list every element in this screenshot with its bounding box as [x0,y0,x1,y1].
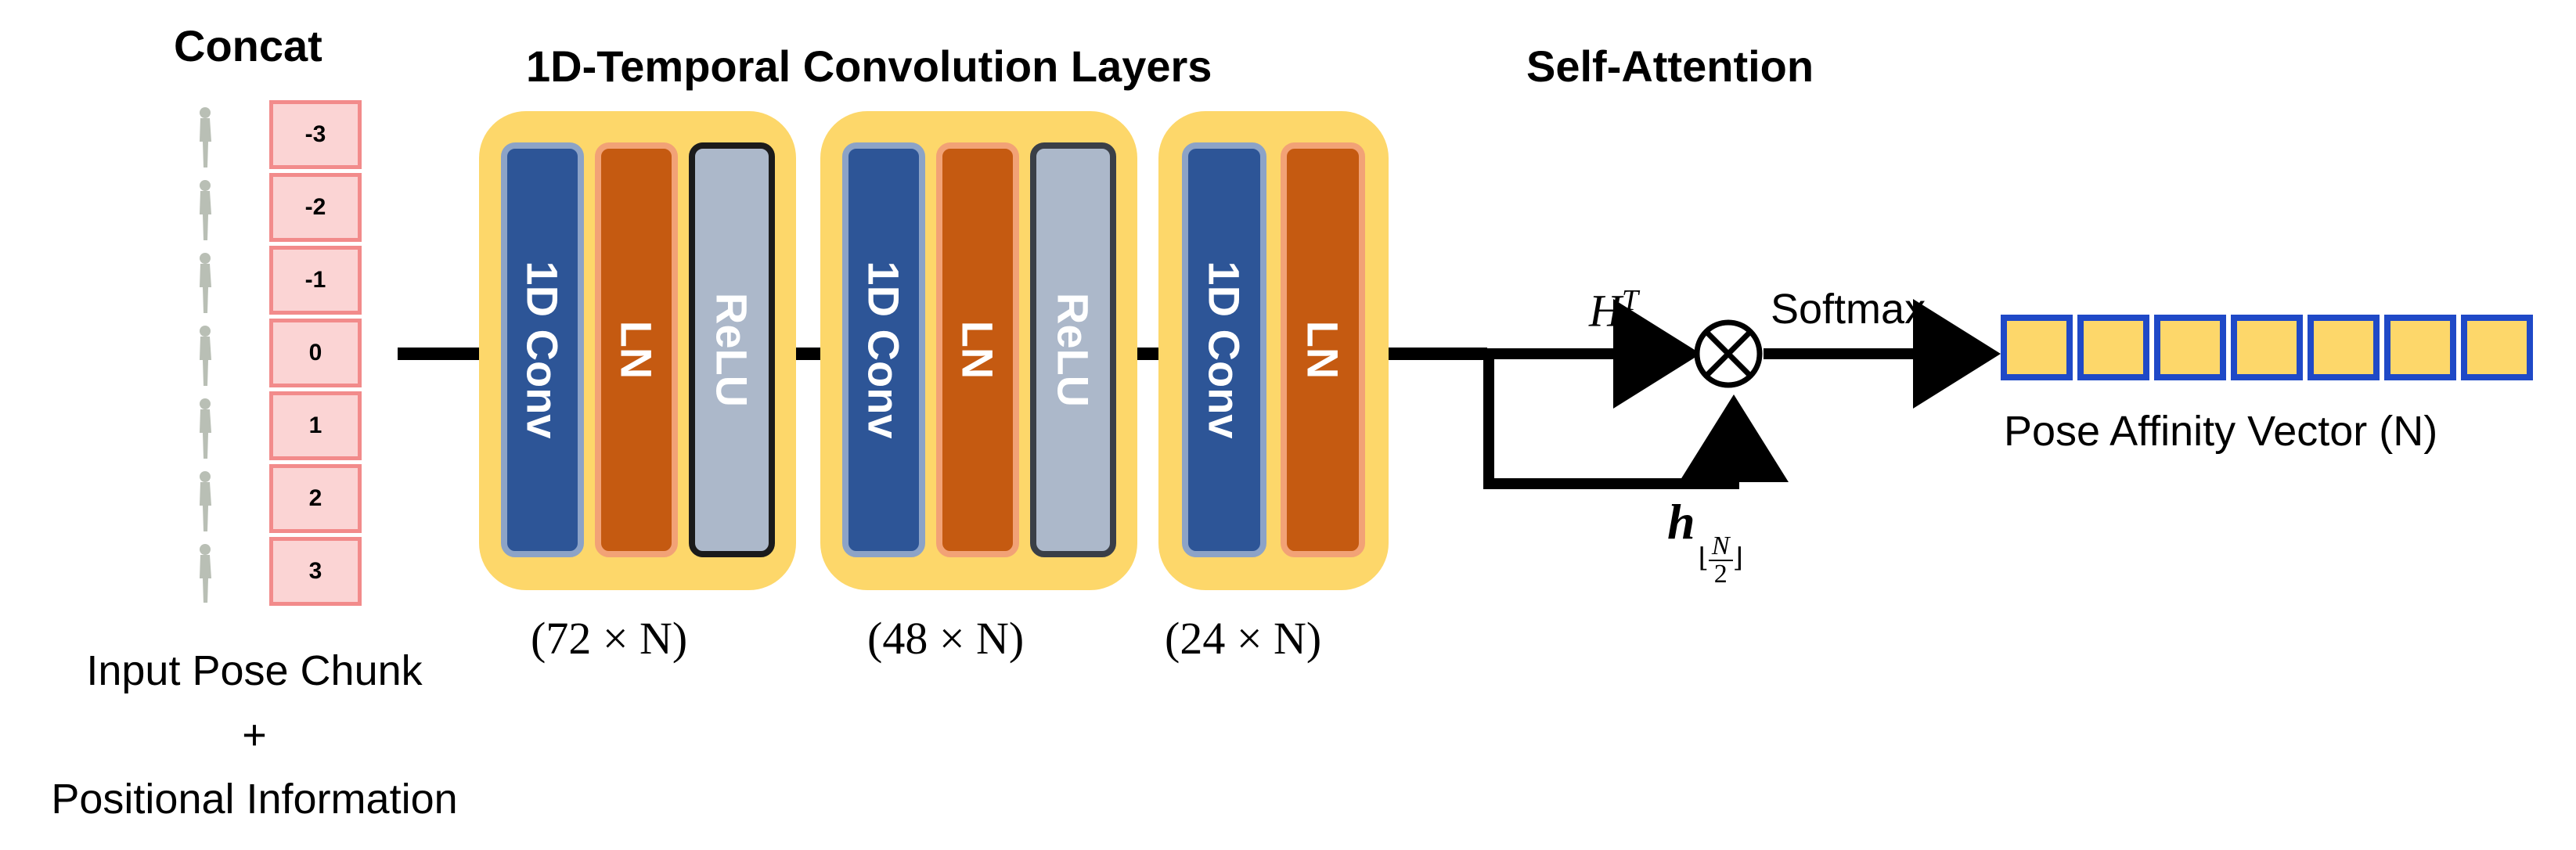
layer-norm: LN [936,142,1019,557]
line-h-skip-path [1483,354,1789,489]
conv-block-2: 1D Conv LN ReLU [820,111,1137,590]
person-silhouette-icon [200,544,211,603]
vector-cell [2384,315,2456,380]
vector-cell [2231,315,2303,380]
conv1d-layer: 1D Conv [842,142,925,557]
self-attention-title: Self-Attention [1526,41,1814,91]
vector-cell [2001,315,2073,380]
input-caption-line1: Input Pose Chunk [86,647,423,694]
chunk-position-cell: 2 [269,464,362,533]
chunk-position-cell: 3 [269,537,362,606]
person-silhouette-icon [200,326,211,386]
vector-cell [2308,315,2380,380]
input-caption-line3: Positional Information [51,776,458,823]
chunk-position-cell: -1 [269,246,362,315]
input-caption-plus: + [242,711,267,758]
layer-norm: LN [595,142,678,557]
vector-cell [2077,315,2149,380]
conv1d-layer: 1D Conv [501,142,584,557]
ln-label: LN [611,320,661,380]
person-silhouette-icon [200,180,211,240]
conv-block-1: 1D Conv LN ReLU [479,111,796,590]
pose-silhouettes [200,107,211,603]
conv1d-label: 1D Conv [517,261,567,439]
ln-label: LN [953,320,1003,380]
conv-layers-title: 1D-Temporal Convolution Layers [526,41,1212,91]
chunk-position-cell: 0 [269,319,362,387]
conv1d-layer: 1D Conv [1182,142,1266,557]
block-1-dims: (72 × N) [531,613,688,664]
ht-label: HT [1589,284,1639,337]
person-silhouette-icon [200,107,211,167]
vector-cell [2154,315,2226,380]
block-3-dims: (24 × N) [1165,613,1322,664]
relu-layer: ReLU [1030,142,1116,557]
chunk-position-cell: -2 [269,173,362,242]
output-caption: Pose Affinity Vector (N) [2004,408,2438,455]
vector-cell [2461,315,2533,380]
person-silhouette-icon [200,253,211,313]
relu-label: ReLU [707,292,757,408]
conv1d-label: 1D Conv [859,261,909,439]
multiply-circle-icon [1694,319,1763,388]
conv-block-3: 1D Conv LN [1158,111,1389,590]
conv1d-label: 1D Conv [1199,261,1249,439]
chunk-position-cell: 1 [269,391,362,460]
relu-layer: ReLU [689,142,775,557]
ln-label: LN [1298,320,1348,380]
relu-label: ReLU [1048,292,1098,408]
concat-title: Concat [174,21,322,70]
softmax-label: Softmax [1771,286,1926,333]
block-2-dims: (48 × N) [867,613,1025,664]
layer-norm: LN [1281,142,1365,557]
person-silhouette-icon [200,471,211,531]
chunk-position-cell: -3 [269,100,362,169]
person-silhouette-icon [200,398,211,459]
